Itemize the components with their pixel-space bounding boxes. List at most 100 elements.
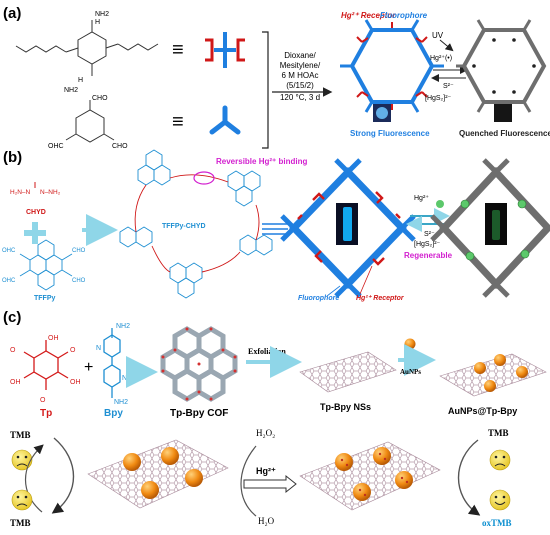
quenched-fluorescence-label: Quenched Fluorescence [459, 129, 550, 138]
fluorophore-pointer [326, 285, 341, 297]
exfoliation-label: Exfoliation [248, 347, 286, 356]
aunp-single [404, 338, 416, 350]
strong-glow [376, 107, 388, 119]
catalytic-sheet-2-aunps [335, 447, 413, 501]
panel-b-label: (b) [3, 149, 22, 166]
uv-arrow [439, 39, 454, 52]
bpy-n-1: N [96, 345, 101, 352]
oxtmb-label: oxTMB [482, 518, 512, 528]
tp-oh-top: OH [48, 335, 59, 342]
fluorophore-label-a: Fluorophore [380, 11, 428, 20]
tmb-bottom-label: TMB [10, 518, 31, 528]
conditions-bracket [262, 31, 269, 149]
h-bottom-label: H [78, 77, 83, 84]
tp-oh-left: OH [10, 379, 21, 386]
sad-face-top [11, 449, 33, 471]
binding-site-highlight [193, 171, 215, 185]
bpy-structure [103, 328, 121, 398]
catalytic-sheet-1-aunps [123, 447, 203, 499]
monomer2-structure [65, 100, 115, 143]
hgs2-label-a: [HgS₂]²⁻ [425, 95, 452, 102]
monomer1-structure [15, 20, 159, 76]
composite-sheet [439, 353, 547, 397]
happy-face [489, 489, 511, 511]
receptor-label-a: Hg²⁺ Receptor [341, 11, 396, 20]
h-top-label: H [95, 19, 100, 26]
h2o-label: H₂O [258, 516, 275, 526]
catalytic-sheet-2 [299, 441, 441, 511]
sad-face-right [489, 449, 511, 471]
ns-label: Tp-Bpy NSs [320, 402, 371, 412]
svg-text:Mesitylene/: Mesitylene/ [280, 61, 321, 70]
hg-ion-dot [436, 200, 444, 208]
panel-b: (b) H₂N–N N–NH₂ CHYD OHC CHO OHC CHO TFF… [2, 149, 550, 302]
svg-text:6 M HOAc: 6 M HOAc [282, 71, 319, 80]
tp-o-right: O [70, 347, 76, 354]
svg-text:Dioxane/: Dioxane/ [284, 51, 316, 60]
bpy-nh2-bottom: NH2 [114, 399, 128, 406]
equiv-sign-2: ≡ [172, 111, 184, 133]
tmb-cycle-arrow-3 [457, 439, 481, 516]
tp-o-left: O [10, 347, 16, 354]
bpy-nh2-top: NH2 [116, 323, 130, 330]
tp-oh-right: OH [70, 379, 81, 386]
tffpy-cho-1: CHO [72, 248, 86, 254]
regenerable-label: Regenerable [404, 251, 453, 260]
tmb-right-label: TMB [488, 428, 509, 438]
panel-c-label: (c) [3, 309, 21, 326]
panel-a-label: (a) [3, 5, 21, 22]
panel-a: (a) NH2 H H NH2 ≡ CHO [3, 5, 550, 150]
h2o2-label: H₂O₂ [256, 428, 275, 438]
hgs2-label-b: [HgS₂]²⁻ [414, 241, 441, 248]
chyd-right-group: N–NH₂ [40, 189, 61, 196]
fluorescent-framework [340, 19, 444, 113]
sad-face-bottom [11, 489, 33, 511]
hg-label-a: Hg²⁺(•) [430, 55, 452, 62]
tmb-cycle-arrow-2 [24, 444, 44, 513]
svg-text:(5/15/2): (5/15/2) [286, 81, 314, 90]
linker-icon [205, 32, 245, 68]
quenched-framework [456, 19, 547, 113]
cho-right-label: CHO [112, 143, 128, 150]
composite-label: AuNPs@Tp-Bpy [448, 406, 517, 416]
receptor-pointer [359, 265, 373, 295]
cof-linkage-dots [161, 327, 237, 401]
fluorescent-solution [343, 207, 352, 241]
reversible-binding-label: Reversible Hg²⁺ binding [216, 157, 307, 166]
blue-diamond-framework [280, 158, 416, 298]
nh2-bottom-label: NH2 [64, 87, 78, 94]
tffpy-cho-2: CHO [72, 278, 86, 284]
s-label-b: S²⁻ [424, 231, 435, 238]
catalytic-sheet-1 [87, 439, 229, 509]
bpy-n-2: N [122, 375, 127, 382]
bpy-label: Bpy [104, 408, 123, 419]
tffpy-chyd-label: TFFPy-CHYD [162, 223, 206, 230]
strong-fluorescence-label: Strong Fluorescence [350, 129, 430, 138]
gray-diamond-framework [430, 158, 550, 298]
s-label-a: S²⁻ [443, 83, 454, 90]
tffpy-chyd-structure [119, 149, 273, 299]
quenched-vial-image [494, 104, 512, 122]
ohc-left-label: OHC [48, 143, 64, 150]
chyd-left-group: H₂N–N [10, 189, 31, 196]
hg-label-c: Hg²⁺ [256, 466, 276, 476]
tmb-cycle-arrow-1 [51, 437, 75, 514]
tffpy-structure [19, 239, 73, 291]
chyd-label: CHYD [26, 209, 46, 216]
cho-top-label: CHO [92, 95, 108, 102]
hg-open-arrow [243, 474, 297, 494]
node-icon [209, 105, 241, 135]
tffpy-ohc-1: OHC [2, 248, 16, 254]
nh2-top-label: NH2 [95, 11, 109, 18]
fluorophore-label-b: Fluorophore [298, 295, 339, 302]
receptor-label-b: Hg²⁺ Receptor [356, 295, 405, 302]
equiv-sign-1: ≡ [172, 39, 184, 61]
plus-sign-c: + [84, 359, 93, 376]
composite-aunps [474, 354, 528, 392]
h2o2-cycle-arrow [240, 445, 257, 517]
tmb-top-label: TMB [10, 430, 31, 440]
nanosheet-ns [299, 351, 397, 393]
tp-label: Tp [40, 408, 52, 419]
cof-label: Tp-Bpy COF [170, 408, 228, 419]
